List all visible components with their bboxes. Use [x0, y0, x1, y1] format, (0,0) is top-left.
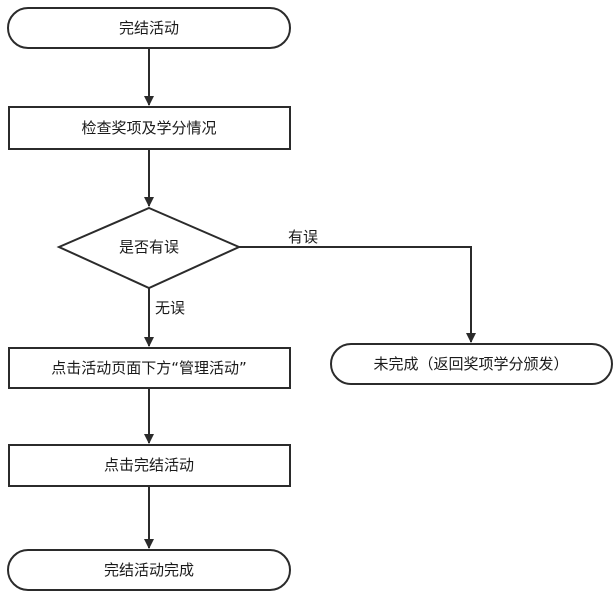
- node-decision: 是否有误: [56, 206, 242, 290]
- node-manage: 点击活动页面下方“管理活动”: [8, 347, 291, 389]
- edge-label-has-error: 有误: [288, 228, 318, 246]
- node-end-incomplete: 未完成（返回奖项学分颁发）: [330, 343, 613, 385]
- node-click-complete-label: 点击完结活动: [104, 456, 194, 474]
- node-check: 检查奖项及学分情况: [8, 106, 291, 150]
- node-end-incomplete-label: 未完成（返回奖项学分颁发）: [373, 355, 568, 373]
- node-check-label: 检查奖项及学分情况: [81, 119, 216, 137]
- node-decision-label: 是否有误: [119, 238, 179, 256]
- edge-label-no-error: 无误: [155, 299, 185, 317]
- node-start-label: 完结活动: [119, 19, 179, 37]
- edge-decision-to-incomplete: [239, 246, 476, 343]
- node-click-complete: 点击完结活动: [8, 444, 291, 487]
- node-end-done-label: 完结活动完成: [104, 561, 194, 579]
- node-manage-label: 点击活动页面下方“管理活动”: [51, 359, 247, 377]
- node-end-done: 完结活动完成: [7, 549, 291, 591]
- node-start: 完结活动: [7, 7, 291, 49]
